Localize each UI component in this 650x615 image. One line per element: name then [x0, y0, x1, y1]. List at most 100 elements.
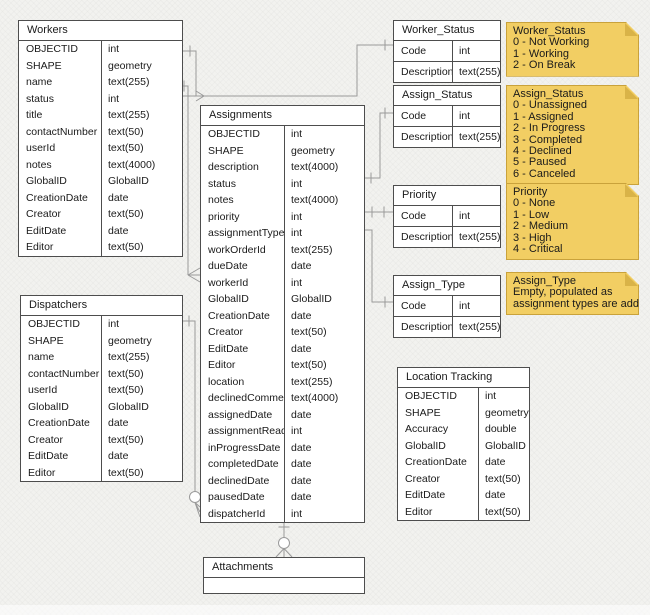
- field-name: contactNumber: [28, 367, 100, 380]
- field-type: int: [452, 296, 500, 316]
- field-type: text(50): [478, 503, 529, 520]
- connector-workers-worker-status: [182, 39, 393, 102]
- note-line: 0 - None: [513, 197, 556, 210]
- field-type: date: [478, 487, 529, 504]
- field-type: text(4000): [101, 156, 182, 173]
- field-type: text(4000): [284, 159, 364, 176]
- note-title: Priority: [513, 186, 548, 198]
- field-type: int: [284, 505, 364, 522]
- table-attachments[interactable]: Attachments: [203, 557, 365, 594]
- note-line: 0 - Not Working: [513, 36, 590, 49]
- field-name: CreationDate: [405, 456, 467, 468]
- field-name: Editor: [405, 505, 433, 518]
- note-title: Worker_Status: [513, 25, 586, 37]
- field-type: date: [284, 472, 364, 489]
- field-name: inProgressDate: [208, 441, 281, 454]
- field-name: Code: [401, 110, 427, 122]
- field-name: Code: [401, 45, 427, 57]
- field-name: userId: [26, 142, 56, 154]
- field-name: assignmentRead: [208, 425, 284, 437]
- field-type: date: [101, 448, 182, 465]
- field-type: text(255): [452, 317, 500, 337]
- connector-assignments-attachments: [275, 520, 293, 558]
- field-name: Code: [401, 300, 427, 312]
- field-type: date: [101, 222, 182, 239]
- field-type: date: [284, 258, 364, 275]
- field-name: name: [26, 76, 53, 88]
- connector-workers-assignments: [182, 80, 201, 283]
- field-name: name: [28, 351, 55, 363]
- note-line: 1 - Assigned: [513, 110, 574, 123]
- field-name: OBJECTID: [26, 43, 78, 55]
- canvas-bottom-strip: [0, 605, 650, 615]
- field-type: text(50): [101, 206, 182, 223]
- field-type: int: [101, 316, 182, 333]
- field-type: text(50): [101, 464, 182, 481]
- field-type: GlobalID: [478, 437, 529, 454]
- field-type: text(4000): [284, 390, 364, 407]
- field-row-EditDate: EditDate date: [398, 487, 529, 504]
- table-title: Assignments: [201, 106, 364, 126]
- field-type: text(255): [101, 74, 182, 91]
- field-row-OBJECTID: OBJECTID int: [21, 316, 182, 333]
- field-row-OBJECTID: OBJECTID int: [19, 41, 182, 58]
- field-type: int: [452, 206, 500, 226]
- field-type: date: [284, 340, 364, 357]
- cardinality-zero-circle: [189, 491, 201, 503]
- field-name: Creator: [26, 208, 62, 220]
- field-name: Editor: [208, 359, 236, 371]
- field-type: date: [284, 307, 364, 324]
- field-name: status: [26, 92, 55, 105]
- connector-assignments-assign-type: [365, 229, 393, 308]
- connector-dispatchers-assignments: [183, 315, 201, 518]
- field-name: EditDate: [405, 489, 446, 501]
- field-type: int: [284, 225, 364, 242]
- field-name: Description: [401, 66, 452, 78]
- field-name: GlobalID: [405, 439, 446, 452]
- field-type: text(50): [478, 470, 529, 487]
- note-line: 1 - Low: [513, 208, 550, 221]
- field-type: GlobalID: [101, 398, 182, 415]
- connector-assignments-assign-status: [365, 107, 393, 184]
- table-title: Assign_Status: [394, 86, 500, 106]
- field-type: int: [452, 106, 500, 126]
- note-line: Empty, populated as: [513, 286, 613, 299]
- field-type: int: [101, 41, 182, 58]
- field-name: Editor: [26, 241, 54, 253]
- field-row-GlobalID: GlobalID GlobalID: [398, 437, 529, 454]
- field-type: text(255): [284, 373, 364, 390]
- connector-assignments-priority: [365, 206, 393, 218]
- field-type: date: [284, 406, 364, 423]
- field-type: geometry: [284, 142, 364, 159]
- field-name: CreationDate: [208, 309, 270, 322]
- field-name: OBJECTID: [28, 318, 80, 330]
